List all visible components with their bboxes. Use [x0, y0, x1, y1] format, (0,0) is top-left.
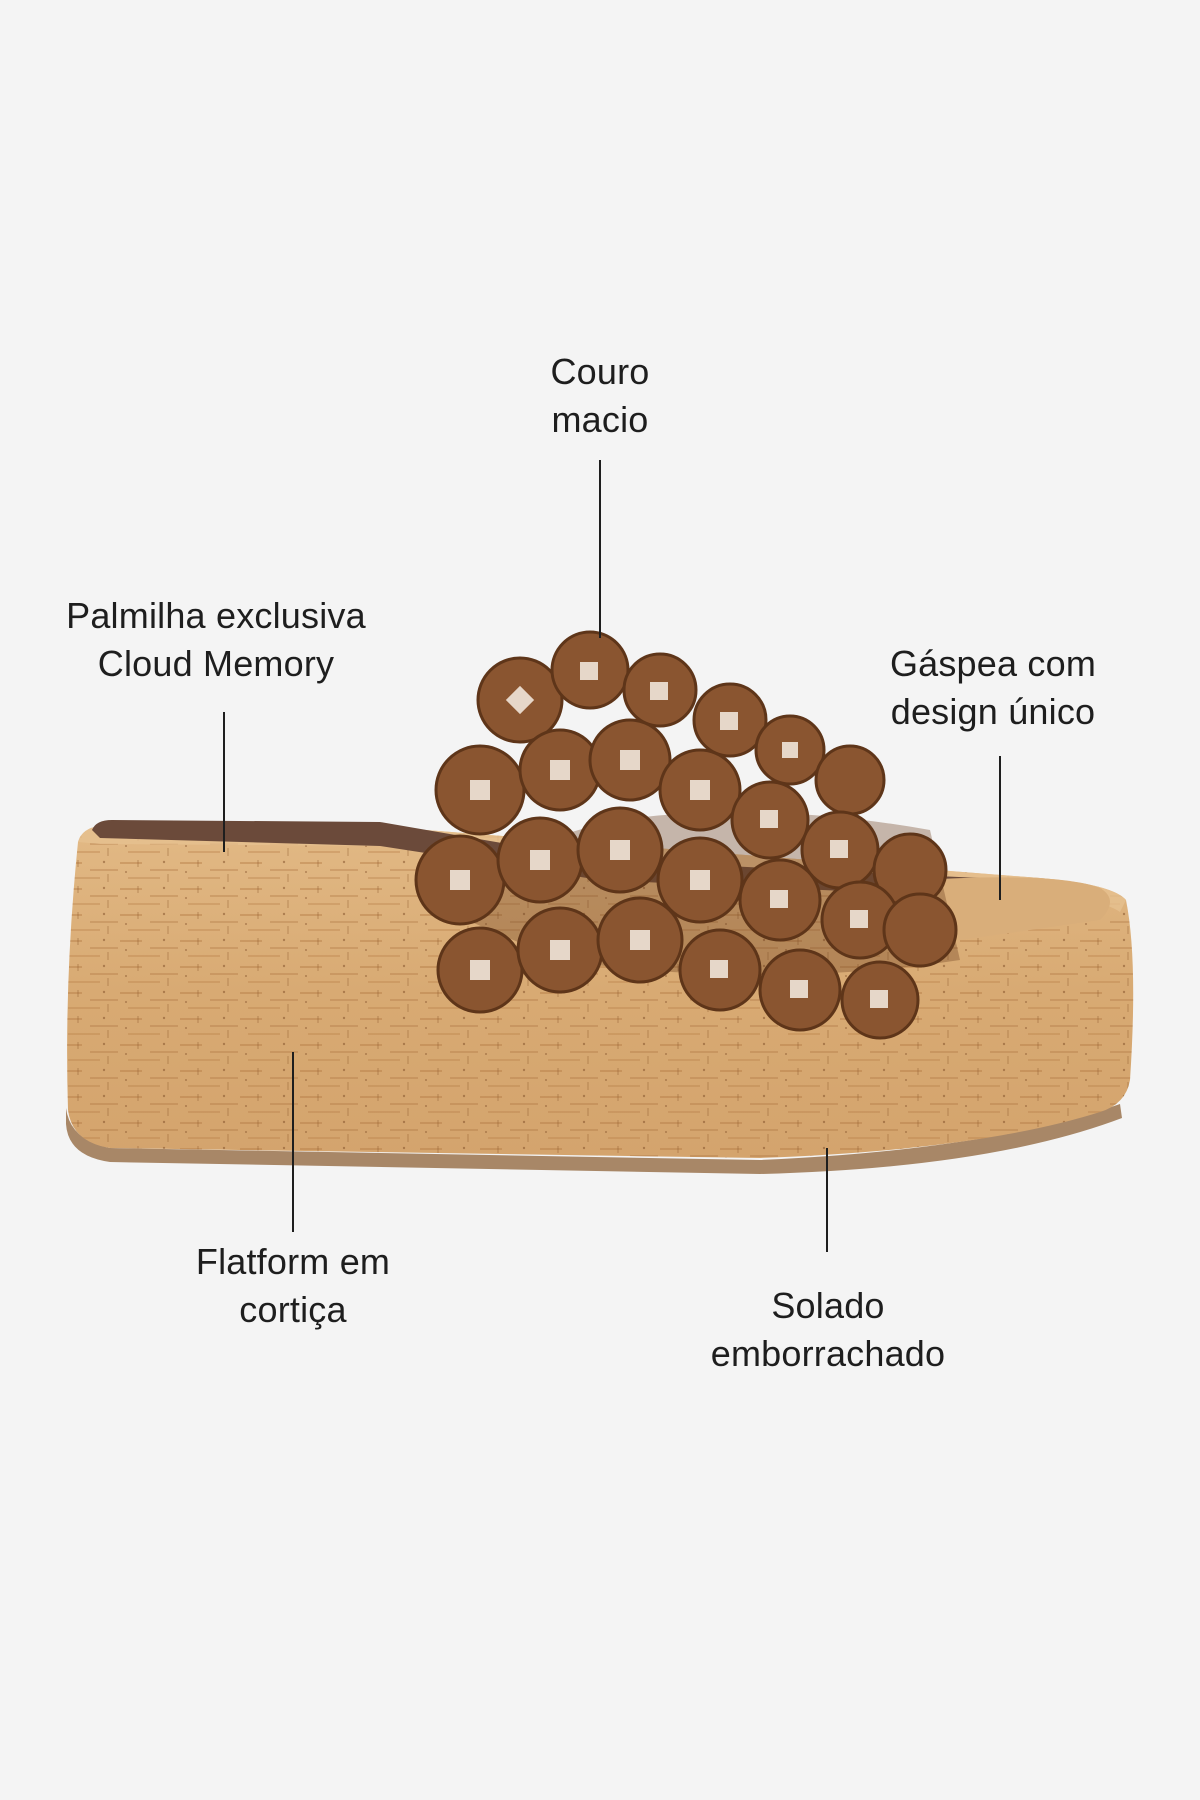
callout-flatform-label: Flatform em cortiça — [160, 1238, 426, 1334]
callout-solado-label: Solado emborrachado — [660, 1282, 996, 1378]
callout-palmilha-line2: Cloud Memory — [97, 643, 335, 684]
callout-palmilha-label: Palmilha exclusiva Cloud Memory — [36, 592, 396, 688]
callout-solado-line2: emborrachado — [710, 1333, 946, 1374]
callout-couro-line — [599, 460, 601, 638]
callout-palmilha-line1: Palmilha exclusiva — [66, 595, 366, 636]
callout-flatform-line — [292, 1052, 294, 1232]
callout-solado-line — [826, 1148, 828, 1252]
callout-flatform-line2: cortiça — [239, 1289, 347, 1330]
callout-flatform-line1: Flatform em — [195, 1241, 391, 1282]
callout-palmilha-line — [223, 712, 225, 852]
callout-gaspea-line — [999, 756, 1001, 900]
callout-gaspea-line2: design único — [890, 691, 1096, 732]
callout-couro-line1: Couro — [550, 351, 650, 392]
callout-couro-line2: macio — [551, 399, 649, 440]
callout-couro-label: Couro macio — [500, 348, 700, 444]
callout-gaspea-label: Gáspea com design único — [860, 640, 1126, 736]
callout-gaspea-line1: Gáspea com — [889, 643, 1097, 684]
callout-solado-line1: Solado — [771, 1285, 885, 1326]
